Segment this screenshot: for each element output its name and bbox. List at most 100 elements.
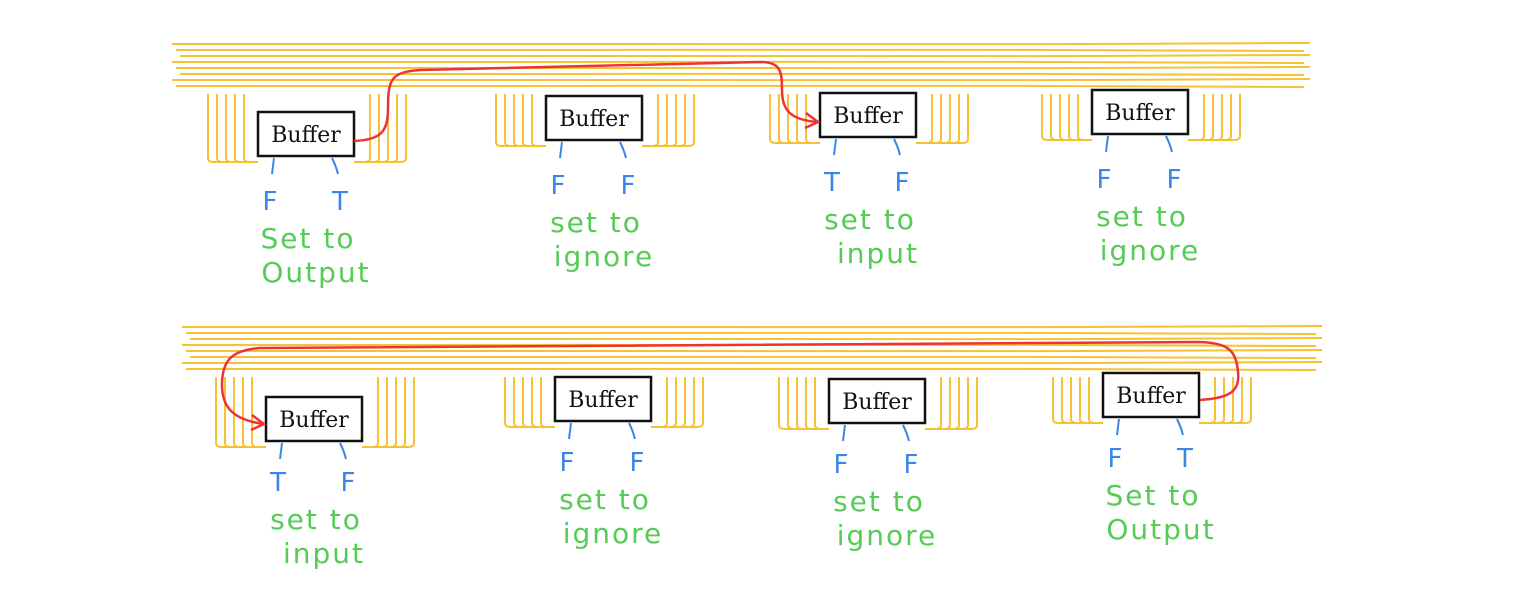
note-line-1: set to — [833, 485, 925, 518]
left-flag: F — [560, 448, 575, 478]
wire — [522, 94, 546, 147]
buffer-box — [1101, 371, 1201, 419]
buffer-label: Buffer — [279, 408, 349, 433]
buffer-label: Buffer — [1116, 384, 1186, 409]
wire — [651, 377, 668, 428]
wire — [925, 377, 960, 430]
wire — [642, 94, 677, 147]
wire — [540, 377, 555, 428]
left-flag: F — [551, 171, 566, 201]
right-flag: T — [1176, 444, 1193, 474]
bus-line — [175, 48, 1305, 52]
wire — [787, 94, 820, 144]
note-line-2: input — [837, 237, 919, 270]
route-arrowhead — [250, 414, 267, 432]
wire — [1088, 377, 1103, 424]
wire — [362, 377, 379, 448]
bus-line — [185, 367, 1317, 371]
right-flag: F — [895, 168, 910, 198]
left-flag: T — [823, 168, 840, 198]
bus-lines — [181, 325, 1323, 371]
wire — [778, 377, 829, 430]
wire — [1199, 377, 1234, 424]
wire — [354, 94, 407, 163]
control-lead — [628, 422, 636, 440]
bus-line — [189, 337, 1323, 341]
wire — [354, 94, 389, 163]
note-line-2: ignore — [837, 519, 938, 552]
wire — [224, 377, 266, 448]
bus-line — [179, 72, 1305, 76]
buffer-wires — [504, 377, 704, 428]
route-line — [220, 340, 1240, 426]
wire — [814, 377, 829, 430]
wire — [1052, 377, 1103, 424]
note-line-2: ignore — [1100, 234, 1201, 267]
wire — [354, 94, 380, 163]
wire — [233, 377, 266, 448]
right-flag: T — [331, 187, 348, 217]
bus-line — [175, 84, 1305, 88]
bus-layer — [171, 42, 1323, 371]
buffer-wires — [495, 94, 695, 147]
wire — [651, 377, 677, 428]
note-line-1: set to — [550, 206, 642, 239]
control-lead — [1105, 135, 1109, 153]
wire — [354, 94, 371, 163]
wire — [251, 377, 266, 448]
wire — [642, 94, 695, 147]
control-lead — [331, 157, 339, 175]
right-flag: F — [341, 468, 356, 498]
bus-line — [171, 78, 1311, 82]
wire — [925, 377, 978, 430]
wire — [778, 94, 820, 144]
note-line-2: Output — [261, 256, 370, 289]
control-lead — [339, 442, 347, 460]
buffer-box — [553, 375, 653, 423]
wire — [1199, 377, 1216, 424]
buffer-box — [544, 94, 644, 142]
wire — [642, 94, 659, 147]
note-line-1: set to — [270, 503, 362, 536]
route-row-2 — [220, 340, 1240, 432]
wire — [207, 94, 258, 163]
wire — [495, 94, 546, 147]
wire — [1061, 377, 1103, 424]
note-line-1: set to — [559, 483, 651, 516]
route-arrowhead — [804, 112, 821, 130]
buffer-label: Buffer — [271, 123, 341, 148]
left-flag: F — [834, 450, 849, 480]
note-line-2: ignore — [554, 240, 655, 273]
wire — [916, 94, 960, 144]
route-row-1 — [353, 60, 821, 143]
row-2 — [181, 325, 1323, 371]
control-lead — [559, 141, 563, 159]
wire — [504, 377, 555, 428]
wire — [362, 377, 415, 448]
wire — [1188, 94, 1214, 141]
wire — [1059, 94, 1092, 141]
route-layer — [220, 60, 1240, 432]
bus-line — [185, 349, 1323, 353]
buffer-wires — [207, 94, 407, 163]
wire — [354, 94, 398, 163]
bus-line — [181, 361, 1323, 365]
wire — [243, 94, 258, 163]
wire — [513, 377, 555, 428]
buffer-label: Buffer — [568, 388, 638, 413]
buffer-box — [264, 395, 364, 443]
wire — [531, 377, 555, 428]
wire — [925, 377, 942, 430]
wire — [362, 377, 397, 448]
buffer-wires — [769, 94, 969, 144]
wire — [531, 94, 546, 147]
